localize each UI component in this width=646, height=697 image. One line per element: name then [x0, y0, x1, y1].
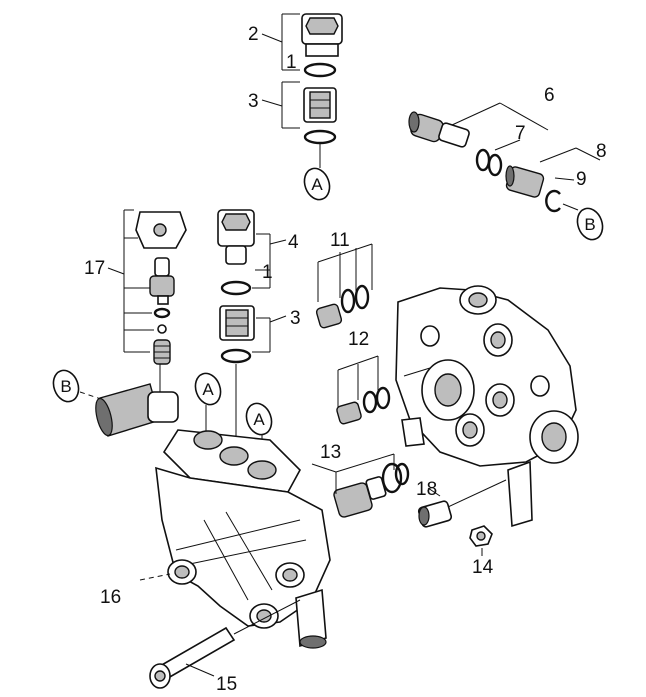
part-number-6: 6 [544, 85, 555, 106]
part-number-14: 14 [472, 557, 494, 578]
part-number-7: 7 [515, 123, 526, 144]
part-number-2: 2 [248, 24, 259, 45]
part-number-16: 16 [100, 587, 121, 608]
part-number-3-mid: 3 [290, 308, 301, 329]
part-number-3-top: 3 [248, 91, 259, 112]
part-6-connector [408, 111, 470, 148]
part-13-unloader [333, 462, 410, 518]
part-4-valve-cap [217, 209, 255, 265]
part-number-9: 9 [576, 169, 587, 190]
part-12-piston-seal [336, 386, 391, 425]
callout-a-left-label: A [202, 380, 214, 399]
part-8-fitting [505, 165, 545, 198]
part-number-17: 17 [84, 258, 105, 279]
part-number-8: 8 [596, 141, 607, 162]
callout-a-right-label: A [253, 410, 265, 429]
callout-b-left: B [52, 369, 80, 403]
callout-a-right: A [245, 402, 273, 436]
callout-b-right-label: B [584, 215, 595, 234]
part-7-orings [475, 148, 503, 177]
part-number-12: 12 [348, 329, 369, 350]
callout-b-left-label: B [60, 377, 71, 396]
part-number-15: 15 [216, 674, 237, 695]
part-number-11: 11 [330, 230, 350, 251]
callout-a-top: A [303, 167, 331, 201]
pump-head-housing [395, 285, 579, 528]
part-3-valve-mid [219, 305, 255, 341]
part-18-plug [417, 500, 453, 528]
part-1-oring-top [303, 62, 337, 78]
manifold-housing [95, 364, 331, 649]
part-2-valve-cap [301, 13, 343, 57]
part-number-4: 4 [288, 232, 299, 253]
part-3-valve-top [303, 87, 337, 123]
part-11-piston-seal [315, 284, 370, 329]
part-1-oring-valve-top [303, 129, 337, 145]
part-number-13: 13 [320, 442, 341, 463]
part-14-nut [469, 525, 493, 547]
callout-a-left: A [194, 372, 222, 406]
callout-a-top-label: A [311, 175, 323, 194]
part-number-1-mid: 1 [262, 262, 273, 283]
part-1-oring-mid [220, 280, 252, 296]
part-17-bracket-assembly [135, 211, 187, 365]
part-9-clip [545, 189, 561, 213]
callout-b-right: B [576, 207, 604, 241]
part-1-oring-valve-mid [220, 348, 252, 364]
part-15-bolt [149, 626, 236, 689]
part-number-1-top: 1 [286, 52, 297, 73]
part-number-18: 18 [416, 479, 437, 500]
